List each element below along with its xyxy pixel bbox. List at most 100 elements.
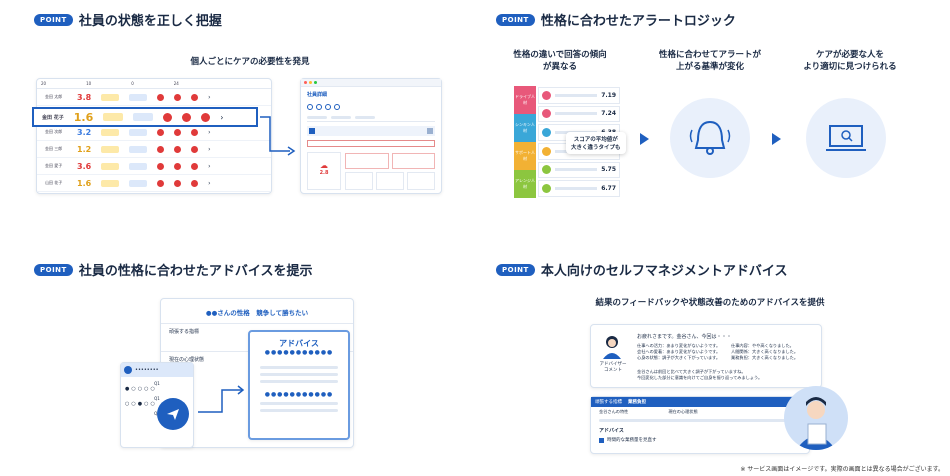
cloud-icon: ☁: [320, 161, 328, 170]
feedback-line: 今回変化した部分に意識を向けてご自身を振り返ってみましょう。: [637, 375, 763, 380]
radio-icon: [334, 104, 340, 110]
personality-group-label: シンキン人材: [514, 114, 536, 142]
avatar: [542, 146, 551, 156]
alert-dot: [201, 112, 211, 122]
tab-effort[interactable]: 頑張する指標: [595, 400, 622, 405]
radio-icon: [316, 104, 322, 110]
section1-title: 社員の状態を正しく把握: [78, 14, 222, 29]
feedback-line: 人間関係：大きく高くなりました。: [731, 349, 799, 354]
feedback-line: 仕事内容：やや高くなりました。: [731, 343, 794, 348]
arrow-right-icon: [772, 133, 781, 145]
answer-radios[interactable]: ○○●○○: [125, 401, 157, 407]
chevron-right-icon[interactable]: ›: [208, 162, 211, 170]
window-minimize-icon[interactable]: [309, 81, 312, 84]
step3-caption: ケアが必要な人を より適切に見つけられる: [803, 50, 897, 72]
alert-dot: [191, 145, 199, 153]
score-row: 7.19: [538, 87, 620, 104]
header-num: 20: [41, 81, 47, 86]
employee-score: 3.2: [77, 127, 92, 137]
employee-detail-window: 社員詳細 ☁ 2.8: [300, 78, 442, 194]
avatar: [542, 109, 551, 119]
prev-icon[interactable]: [309, 128, 315, 134]
answer-radios[interactable]: ●○○○○: [125, 386, 157, 392]
chevron-right-icon[interactable]: ›: [208, 128, 211, 136]
advisor-avatar-icon: [599, 333, 625, 359]
header-num: 10: [86, 81, 92, 86]
status-tag: [129, 179, 148, 187]
employee-name: 金田 愛子: [45, 163, 63, 168]
mind-label: 現在の心理状態: [668, 409, 698, 414]
table-row[interactable]: 金田 三郎 1.2 ›: [37, 141, 271, 158]
section1-subtitle: 個人ごとにケアの必要性を発見: [190, 57, 310, 67]
radio-icon: [325, 104, 331, 110]
employee-score: 1.2: [77, 144, 92, 154]
employee-score: 1.6: [73, 110, 94, 124]
score-big: 2.8: [319, 170, 329, 176]
personality-group-label: アレンジ人材: [514, 170, 536, 198]
table-row[interactable]: 金田 次郎 3.2 ›: [37, 124, 271, 141]
greeting: お疲れさまです。金谷さん、今回は・・・: [637, 334, 732, 340]
employee-name: 金田 太郎: [45, 94, 63, 99]
lines-left: 仕事への活力：あまり変化がないようです。 会社への愛着：あまり変化がないようです…: [637, 343, 720, 361]
status-tag: [103, 113, 124, 121]
feedback-line: 会社への愛着：あまり変化がないようです。: [637, 349, 721, 354]
laptop-circle: [806, 98, 886, 178]
status-tag: [129, 128, 148, 136]
table-row[interactable]: 金田 太郎 3.8 ›: [37, 89, 271, 106]
section2-header: POINT 性格に合わせたアラートロジック: [496, 10, 736, 29]
alert-dot: [163, 112, 173, 122]
status-tag: [101, 93, 120, 101]
chevron-right-icon[interactable]: ›: [208, 145, 211, 153]
employee-score: 1.6: [77, 178, 92, 188]
section4-subtitle: 結果のフィードバックや状態改善のためのアドバイスを提供: [595, 298, 825, 308]
avatar: [542, 184, 551, 194]
highlighted-row[interactable]: 金田 花子 1.6 ›: [32, 107, 258, 127]
advice-heading: アドバイス: [599, 428, 624, 434]
chevron-right-icon[interactable]: ›: [220, 112, 224, 122]
feedback-line: 業務負担：大きく高くなりました。: [731, 355, 799, 360]
radio-icon: [307, 104, 313, 110]
person-reading-icon: [784, 386, 848, 450]
feedback-line: 金谷さんは前回と比べて大きく調子が下がっていますね。: [637, 369, 746, 374]
next-icon[interactable]: [427, 128, 433, 134]
table-row[interactable]: 山田 花子 1.6 ›: [37, 175, 271, 192]
step1-caption: 性格の違いで回答の傾向 が異なる: [513, 50, 607, 72]
callout-bubble: スコアの平均値が 大きく違うタイプも: [566, 132, 626, 154]
alert-dot: [191, 179, 199, 187]
send-icon[interactable]: [157, 398, 189, 430]
lines-right: 仕事内容：やや高くなりました。 人間関係：大きく高くなりました。 業務負担：大き…: [731, 343, 798, 361]
alert-dot: [157, 128, 165, 136]
chevron-right-icon[interactable]: ›: [208, 93, 211, 101]
status-tag: [101, 179, 120, 187]
employee-score: 3.6: [77, 161, 92, 171]
alert-dot: [182, 112, 192, 122]
bell-icon: [689, 120, 731, 155]
alert-dot: [174, 145, 182, 153]
score-value: 6.77: [601, 185, 616, 193]
avatar: [542, 165, 551, 175]
status-tag: [101, 128, 120, 136]
window-maximize-icon[interactable]: [314, 81, 317, 84]
check-icon: [599, 437, 604, 443]
window-close-icon[interactable]: [304, 81, 307, 84]
header-num: 24: [173, 81, 179, 86]
score-value: 5.75: [601, 166, 616, 174]
employee-list-panel: 20 10 0 24 金田 太郎 3.8 › 金田 次郎 3.2 › 金田 三郎…: [36, 78, 272, 194]
alert-dot: [157, 93, 165, 101]
chevron-right-icon[interactable]: ›: [208, 179, 211, 187]
avatar: [542, 128, 551, 138]
score-card: ☁ 2.8: [307, 152, 341, 190]
tab-workload[interactable]: 業務負担: [628, 400, 646, 405]
section3-title: 社員の性格に合わせたアドバイスを提示: [78, 264, 313, 279]
question-label: Q1: [154, 396, 160, 401]
question-label: Q1: [125, 411, 189, 416]
alert-banner: [307, 140, 435, 147]
table-row[interactable]: 金田 愛子 3.6 ›: [37, 158, 271, 175]
advisor-comment-card: アドバイザー コメント お疲れさまです。金谷さん、今回は・・・ 仕事への活力：あ…: [590, 324, 822, 388]
score-row: 7.24: [538, 105, 620, 123]
employee-name: 金田 花子: [42, 114, 64, 121]
section4-title: 本人向けのセルフマネジメントアドバイス: [540, 264, 788, 279]
score-value: 7.24: [601, 110, 616, 118]
alert-dot: [191, 128, 199, 136]
alert-dot: [157, 162, 165, 170]
